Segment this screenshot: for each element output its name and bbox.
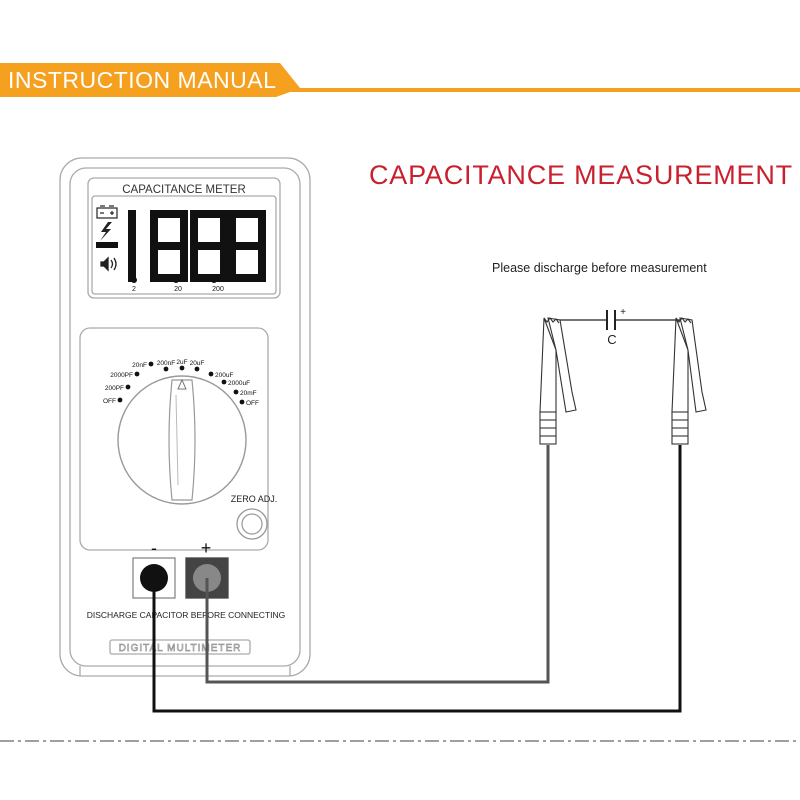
positive-test-lead [205, 445, 550, 684]
dial-range-dot [163, 366, 169, 372]
lcd-reading [96, 210, 266, 283]
diagram-title: CAPACITANCE MEASUREMENT [369, 160, 793, 190]
lcd-decimal-point [173, 277, 179, 283]
dial-range-dot [208, 371, 214, 377]
brand-text: DIGITAL MULTIMETER [119, 643, 242, 654]
capacitor-label: C [607, 332, 616, 347]
dial-range-dot [134, 371, 140, 377]
dial-range-label: 200nF [157, 360, 175, 367]
dial-range-label: 2uF [176, 359, 187, 366]
decimal-point-labels: 2 20 200 [132, 286, 224, 293]
lcd-decimal-point [211, 277, 217, 283]
capacitor-circuit [553, 310, 680, 330]
lcd-decimal-point [131, 277, 137, 283]
dial-range-dot [233, 389, 239, 395]
zero-adj-knob[interactable] [236, 508, 268, 540]
range-dial[interactable] [117, 375, 247, 505]
decimal-label: 200 [212, 286, 224, 293]
dial-range-label: 200uF [215, 372, 233, 379]
dial-range-label: OFF [103, 398, 116, 405]
meter-top-label: CAPACITANCE METER [122, 184, 246, 196]
dial-range-label: 200PF [105, 385, 124, 392]
capacitance-meter [59, 157, 311, 677]
dial-range-label: 20mF [240, 390, 257, 397]
dial-pointer-icon [177, 378, 187, 390]
dial-range-dot [239, 399, 245, 405]
dial-range-label: OFF [246, 400, 259, 407]
right-alligator-clip [671, 317, 707, 445]
lcd-digit [150, 210, 188, 282]
discharge-warning-text: DISCHARGE CAPACITOR BEFORE CONNECTING [87, 610, 286, 620]
dial-range-label: 2000uF [228, 380, 250, 387]
sound-icon [100, 256, 117, 272]
banner [0, 63, 800, 97]
decimal-label: 2 [132, 286, 136, 293]
dial-range-dot [221, 379, 227, 385]
dial-range-dot [179, 365, 185, 371]
left-alligator-clip [539, 317, 577, 445]
dial-range-label: 20uF [190, 360, 205, 367]
negative-terminal-label: - [151, 538, 157, 558]
lcd-minus-sign [96, 242, 118, 248]
positive-terminal-label: + [201, 538, 212, 558]
zero-adj-label: ZERO ADJ. [231, 494, 278, 504]
lcd-digit [190, 210, 228, 282]
dial-range-dot [125, 384, 131, 390]
negative-test-lead [152, 445, 682, 713]
lcd-digit [128, 210, 136, 282]
lcd-digit [228, 210, 266, 282]
dial-range-dot [194, 366, 200, 372]
dial-range-dot [148, 361, 154, 367]
battery-icon [96, 205, 118, 219]
dial-range-label: 20nF [132, 362, 147, 369]
dial-range-dot [117, 397, 123, 403]
dial-range-label: 2000PF [110, 372, 133, 379]
high-voltage-icon [100, 222, 112, 241]
discharge-note: Please discharge before measurement [492, 261, 707, 275]
decimal-label: 20 [174, 286, 182, 293]
capacitor-polarity-label: + [620, 307, 626, 318]
banner-title: INSTRUCTION MANUAL [8, 67, 277, 93]
